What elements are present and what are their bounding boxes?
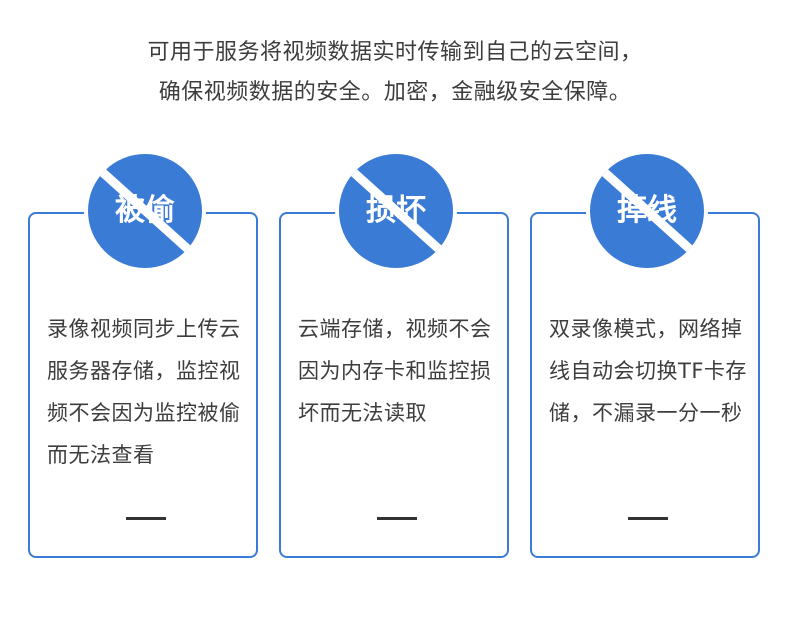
badge-theft: 被偷 xyxy=(84,150,206,272)
card-divider xyxy=(377,517,417,520)
badge-damage: 损坏 xyxy=(335,150,457,272)
badge-circle: 掉线 xyxy=(590,154,704,268)
card-divider xyxy=(628,517,668,520)
badge-circle: 损坏 xyxy=(339,154,453,268)
intro-line-2: 确保视频数据的安全。加密，金融级安全保障。 xyxy=(158,80,632,105)
badge-circle: 被偷 xyxy=(88,154,202,268)
intro-text: 可用于服务将视频数据实时传输到自己的云空间， 确保视频数据的安全。加密，金融级安… xyxy=(0,33,790,113)
feature-card-description: 录像视频同步上传云服务器存储，监控视频不会因为监控被偷而无法查看 xyxy=(47,317,241,467)
feature-card-description: 双录像模式，网络掉线自动会切换TF卡存储，不漏录一分一秒 xyxy=(549,317,747,425)
card-divider xyxy=(126,517,166,520)
intro-line-1: 可用于服务将视频数据实时传输到自己的云空间， xyxy=(147,40,643,65)
badge-offline: 掉线 xyxy=(586,150,708,272)
feature-card-description: 云端存储，视频不会因为内存卡和监控损坏而无法读取 xyxy=(298,317,492,425)
